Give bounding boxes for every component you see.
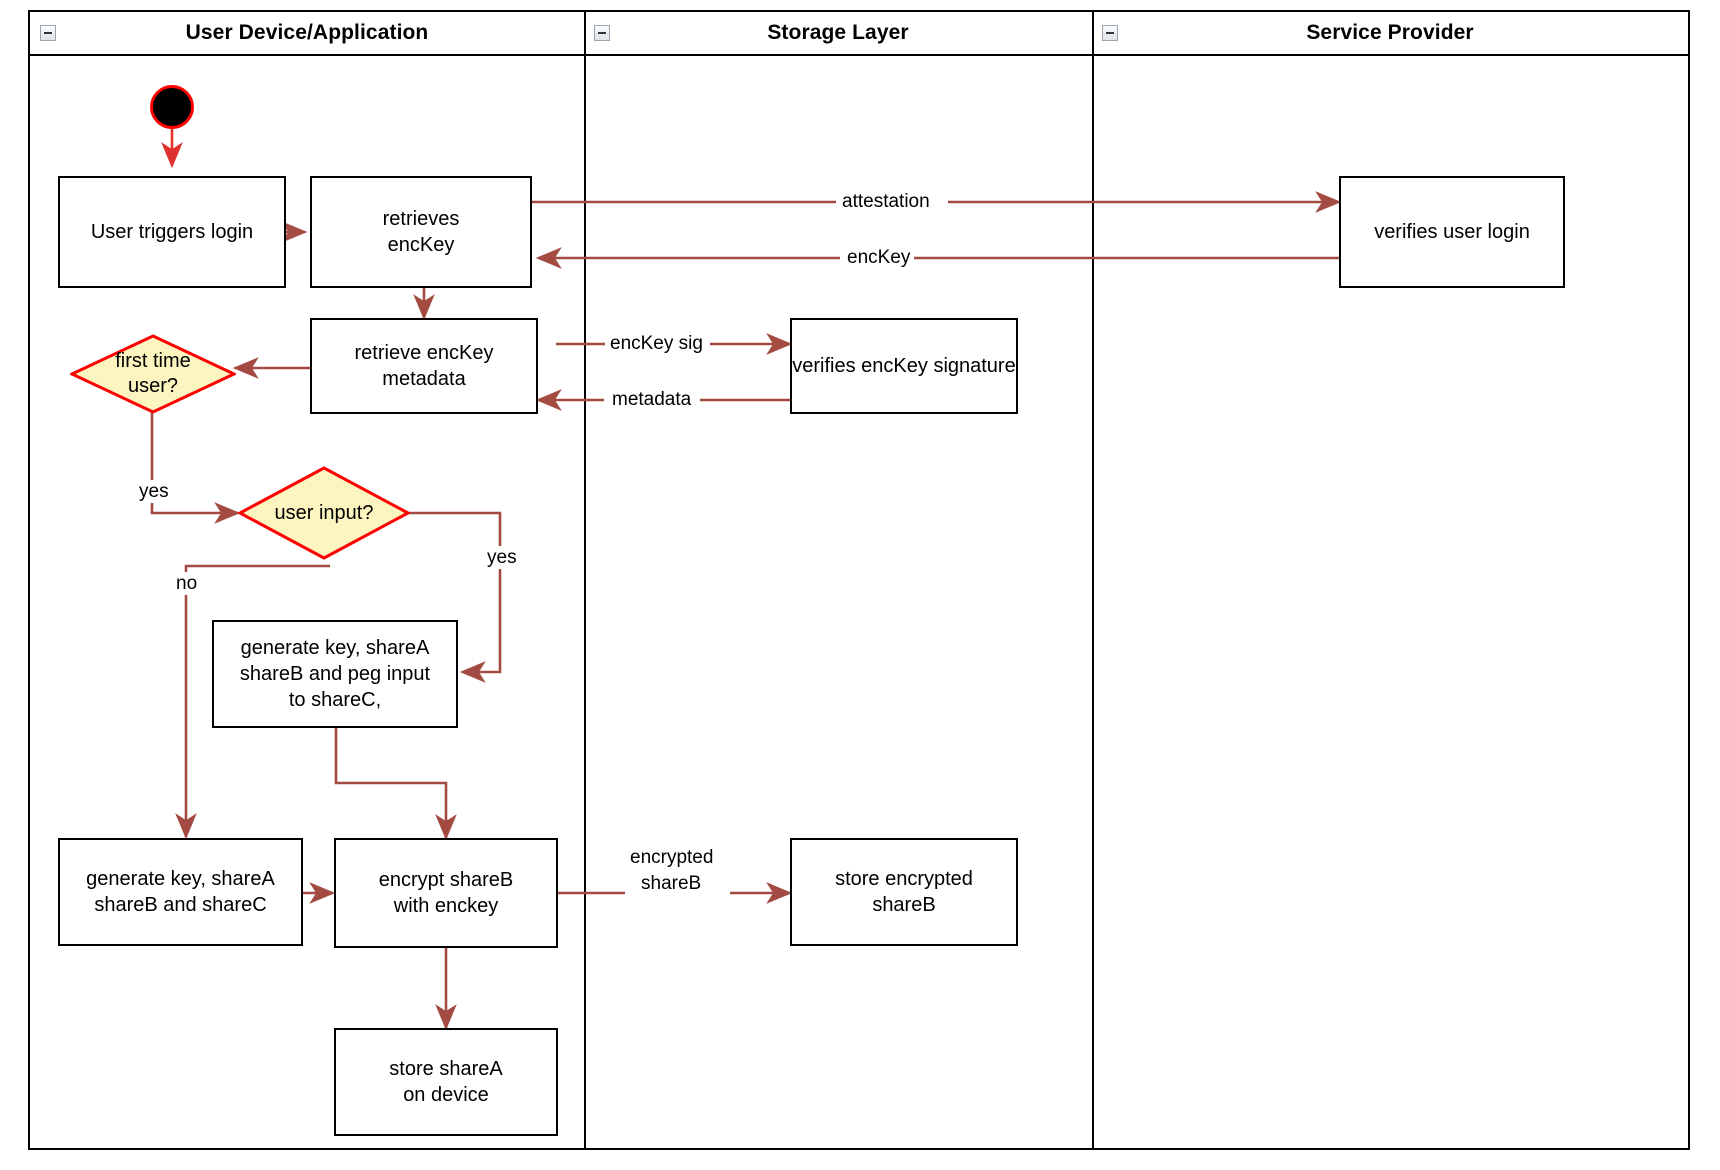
- start-node-icon: [150, 85, 194, 129]
- edge-label-yes-first-time: yes: [135, 480, 173, 503]
- decision-label-line1: first time: [115, 350, 191, 372]
- activity-label-line1: store encrypted: [835, 868, 973, 890]
- decision-label-line2: user?: [127, 375, 179, 397]
- minus-icon[interactable]: [40, 25, 56, 41]
- activity-verifies-user-login[interactable]: verifies user login: [1339, 176, 1565, 288]
- activity-label-line1: retrieve encKey: [354, 342, 494, 364]
- edge-label-enckey: encKey: [843, 246, 915, 269]
- activity-encrypt-shareb[interactable]: encrypt shareB with enckey: [334, 838, 558, 948]
- edge-label-metadata: metadata: [608, 388, 696, 411]
- lane-title-storage-layer: Storage Layer: [767, 21, 909, 44]
- decision-label: first time user?: [115, 349, 191, 399]
- activity-label-line1: generate key, shareA: [240, 637, 430, 659]
- edge-label-no-user-input: no: [172, 572, 202, 595]
- activity-label-line2: shareB and shareC: [94, 894, 267, 916]
- activity-verifies-enckey-signature[interactable]: verifies encKey signature: [790, 318, 1018, 414]
- activity-generate-key-shares[interactable]: generate key, shareA shareB and shareC: [58, 838, 303, 946]
- swimlane-pool: User Device/Application Storage Layer Se…: [28, 10, 1690, 1150]
- activity-label-line2: on device: [403, 1084, 489, 1106]
- activity-label: verifies encKey signature: [792, 355, 1016, 377]
- minus-icon[interactable]: [1102, 25, 1118, 41]
- edge-label-attestation: attestation: [838, 190, 934, 213]
- activity-label-line2: encKey: [387, 234, 455, 256]
- diamond-shape: [238, 466, 410, 560]
- activity-label-line1: encrypt shareB: [378, 869, 514, 891]
- activity-label-line2: shareB and peg input: [239, 663, 431, 685]
- diamond-shape: [70, 334, 236, 414]
- activity-label: verifies user login: [1374, 221, 1530, 243]
- decision-first-time-user[interactable]: first time user?: [70, 334, 236, 414]
- activity-label-line1: generate key, shareA: [86, 868, 275, 890]
- activity-label-line1: retrieves: [382, 208, 460, 230]
- activity-label: User triggers login: [90, 221, 254, 243]
- decision-user-input[interactable]: user input?: [238, 466, 410, 560]
- activity-store-sharea[interactable]: store shareA on device: [334, 1028, 558, 1136]
- activity-label-line1: store shareA: [389, 1058, 503, 1080]
- activity-user-triggers-login[interactable]: User triggers login: [58, 176, 286, 288]
- activity-label-line2: shareB: [872, 894, 936, 916]
- lane-divider-2: [1092, 12, 1094, 1148]
- edge-label-yes-user-input: yes: [483, 546, 521, 569]
- activity-retrieves-enckey[interactable]: retrieves encKey: [310, 176, 532, 288]
- activity-label-line3: to shareC,: [288, 689, 382, 711]
- activity-store-encrypted-shareb[interactable]: store encrypted shareB: [790, 838, 1018, 946]
- activity-retrieve-enckey-metadata[interactable]: retrieve encKey metadata: [310, 318, 538, 414]
- activity-generate-key-peg[interactable]: generate key, shareA shareB and peg inpu…: [212, 620, 458, 728]
- decision-label: user input?: [274, 501, 374, 524]
- lane-divider-1: [584, 12, 586, 1148]
- minus-icon[interactable]: [594, 25, 610, 41]
- activity-label-line2: metadata: [382, 368, 466, 390]
- lane-title-service-provider: Service Provider: [1306, 21, 1474, 44]
- edge-label-encrypted-shareb-line2: shareB: [637, 872, 706, 895]
- lane-header-user-device: User Device/Application: [30, 12, 584, 56]
- edge-label-encrypted-shareb-line1: encrypted: [626, 846, 718, 869]
- lane-header-service-provider: Service Provider: [1092, 12, 1688, 56]
- lane-title-user-device: User Device/Application: [185, 21, 429, 44]
- lane-header-storage-layer: Storage Layer: [584, 12, 1092, 56]
- edge-label-enckey-sig: encKey sig: [606, 332, 707, 355]
- activity-label-line2: with enckey: [393, 895, 499, 917]
